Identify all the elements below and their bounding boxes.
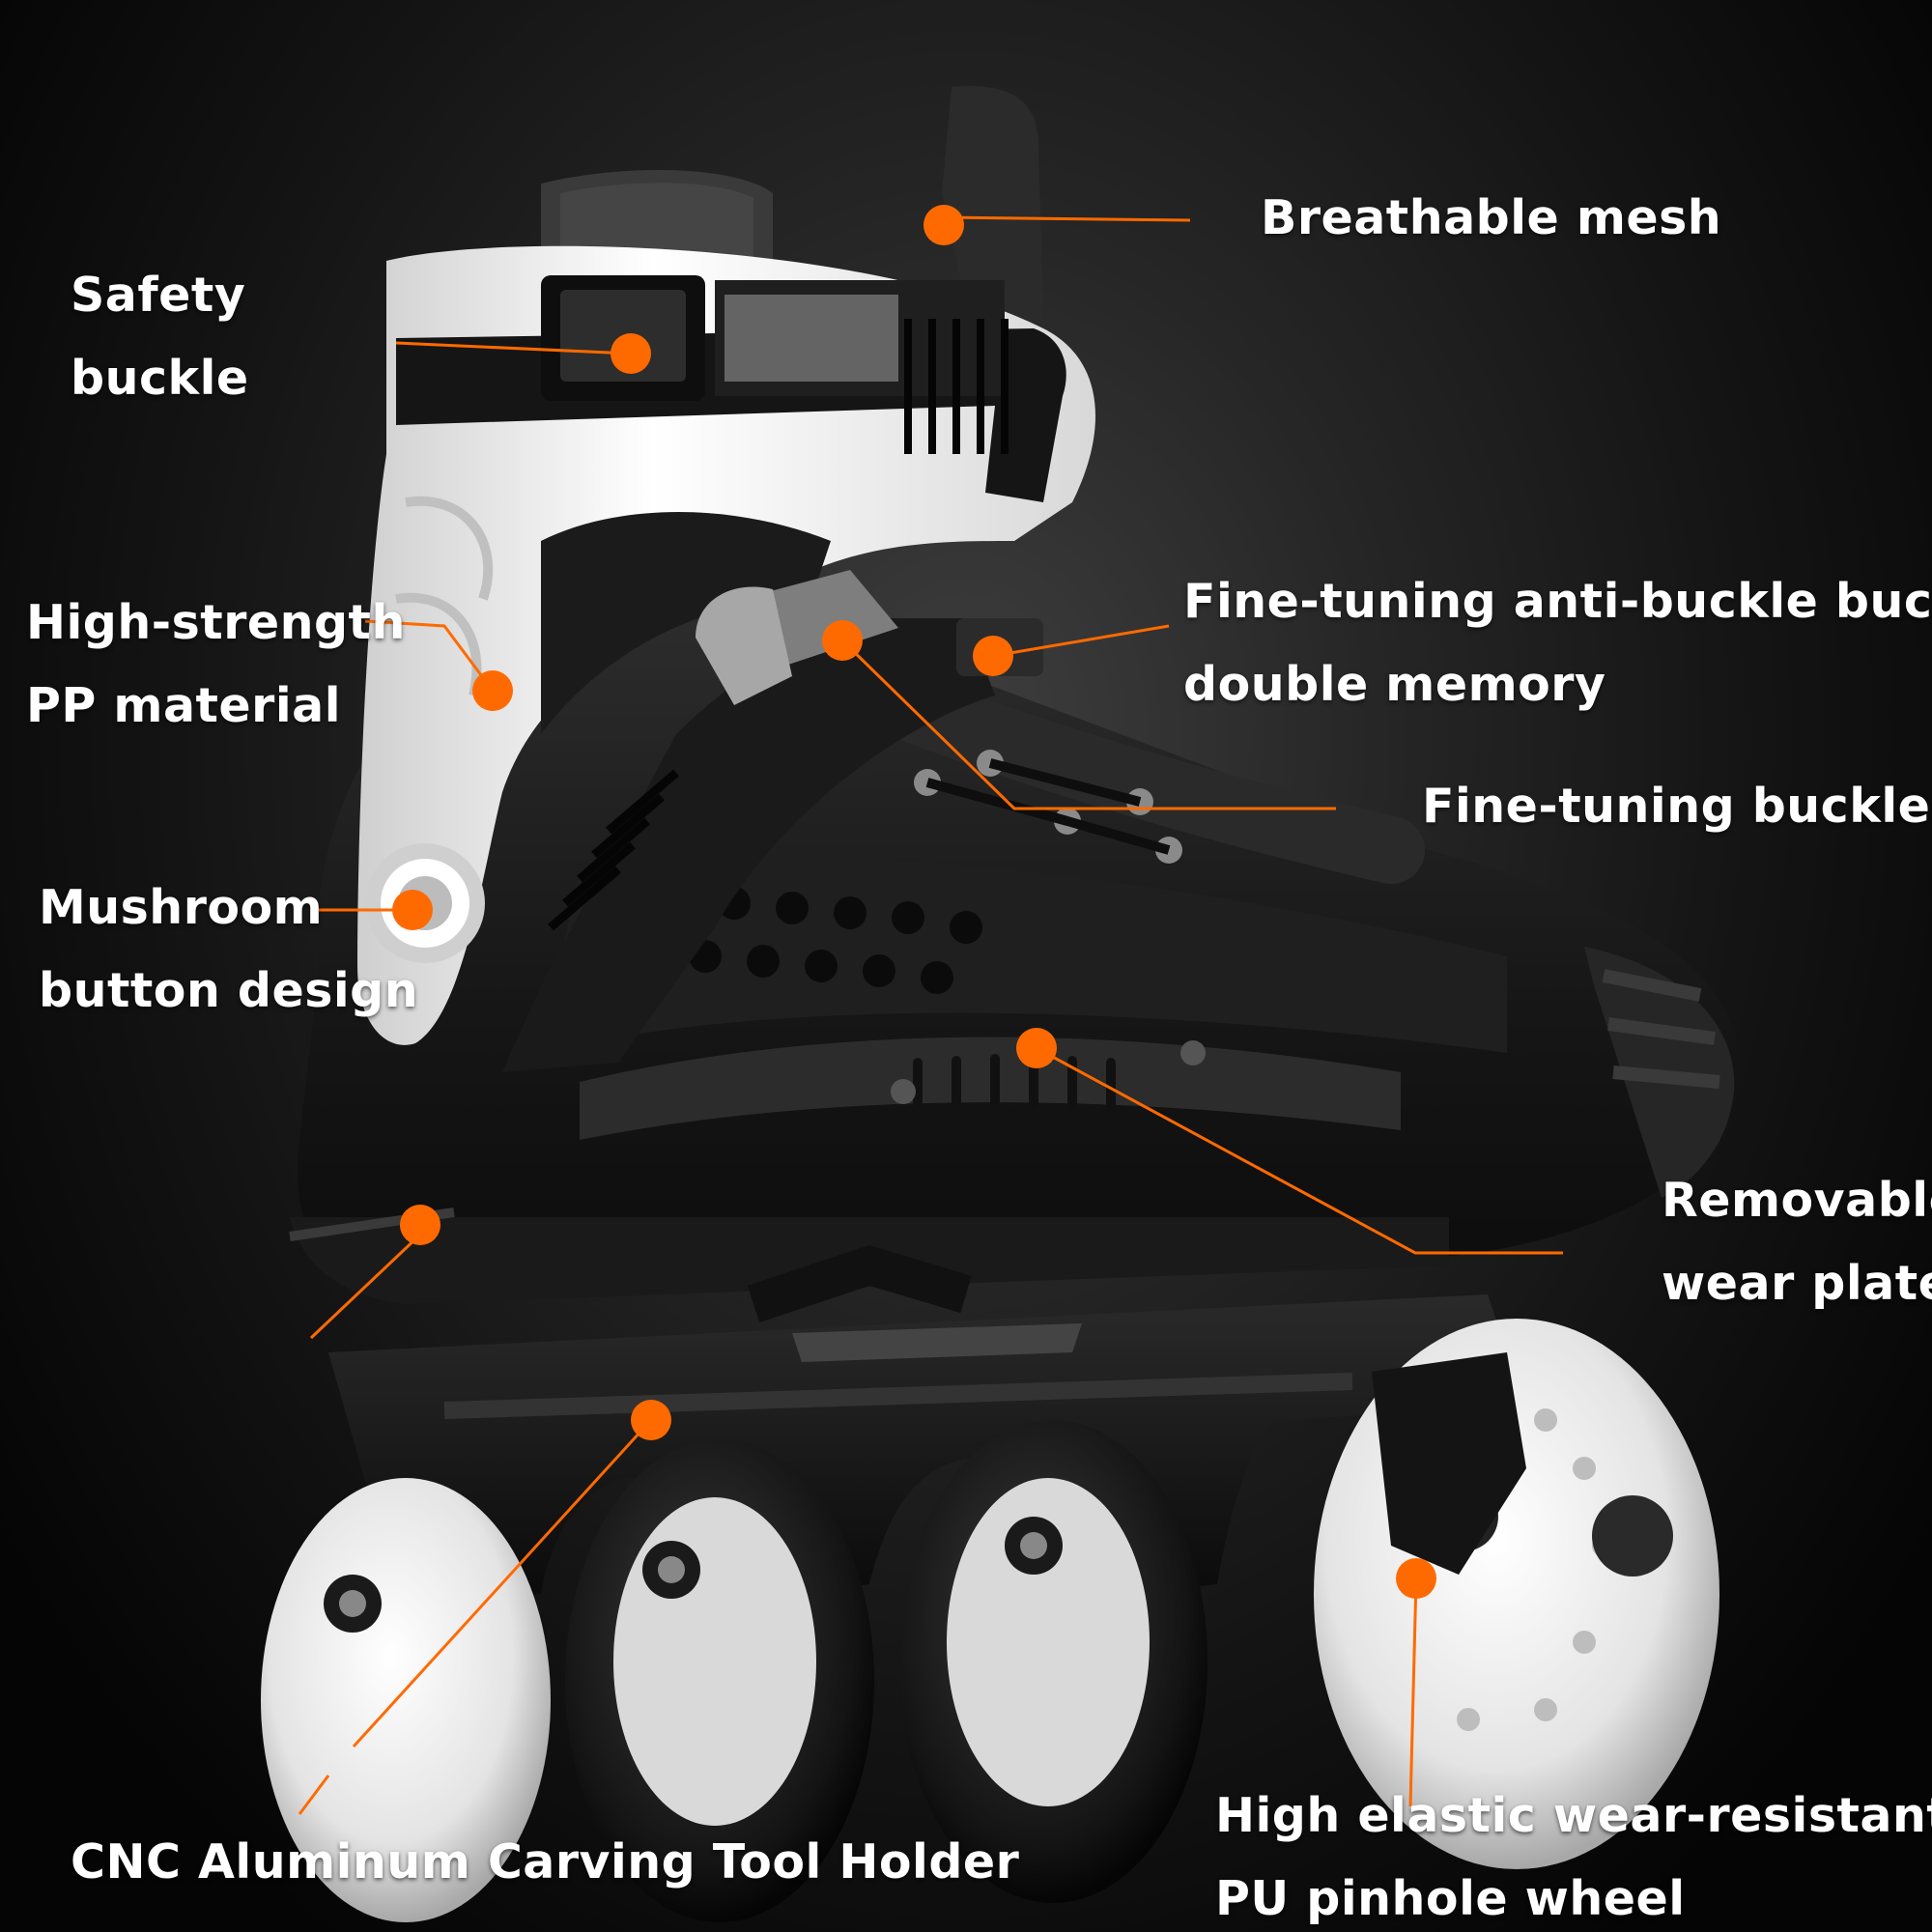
label-breathable-mesh: Breathable mesh bbox=[1261, 190, 1722, 245]
label-pp-material: High-strength PP material bbox=[26, 595, 406, 733]
label-anti-buckle: Fine-tuning anti-buckle buckle, double m… bbox=[1183, 574, 1932, 712]
label-pu-wheel: High elastic wear-resistant PU pinhole w… bbox=[1215, 1788, 1932, 1926]
dot-heel bbox=[400, 1205, 440, 1245]
aluminum-frame bbox=[328, 1245, 1507, 1604]
dot-anti-buckle bbox=[973, 636, 1013, 676]
dot-mushroom-button bbox=[392, 890, 433, 930]
dot-pu-wheel bbox=[1396, 1558, 1436, 1599]
wheel-mid-rear-black bbox=[565, 1439, 874, 1922]
dot-wear-plate bbox=[1016, 1028, 1057, 1068]
dot-fine-tuning-buckle bbox=[822, 620, 863, 661]
wheel-rear-white bbox=[261, 1478, 551, 1922]
wheel-mid-front-black bbox=[898, 1420, 1208, 1903]
dot-tool-holder bbox=[631, 1400, 671, 1440]
label-wear-plate: Removable wear plate bbox=[1662, 1173, 1932, 1311]
fine-tuning-strap bbox=[502, 570, 1043, 1072]
label-tool-holder: CNC Aluminum Carving Tool Holder bbox=[71, 1834, 1020, 1889]
label-safety-buckle: Safety buckle bbox=[71, 268, 249, 406]
label-mushroom-button: Mushroom button design bbox=[39, 880, 419, 1018]
callout-dots bbox=[392, 205, 1436, 1599]
dot-breathable-mesh bbox=[923, 205, 964, 245]
leader-lines bbox=[298, 215, 1563, 1815]
dot-safety-buckle bbox=[611, 333, 651, 374]
dot-pp-material bbox=[472, 670, 513, 711]
label-fine-tuning-buckle: Fine-tuning buckle bbox=[1422, 779, 1931, 834]
